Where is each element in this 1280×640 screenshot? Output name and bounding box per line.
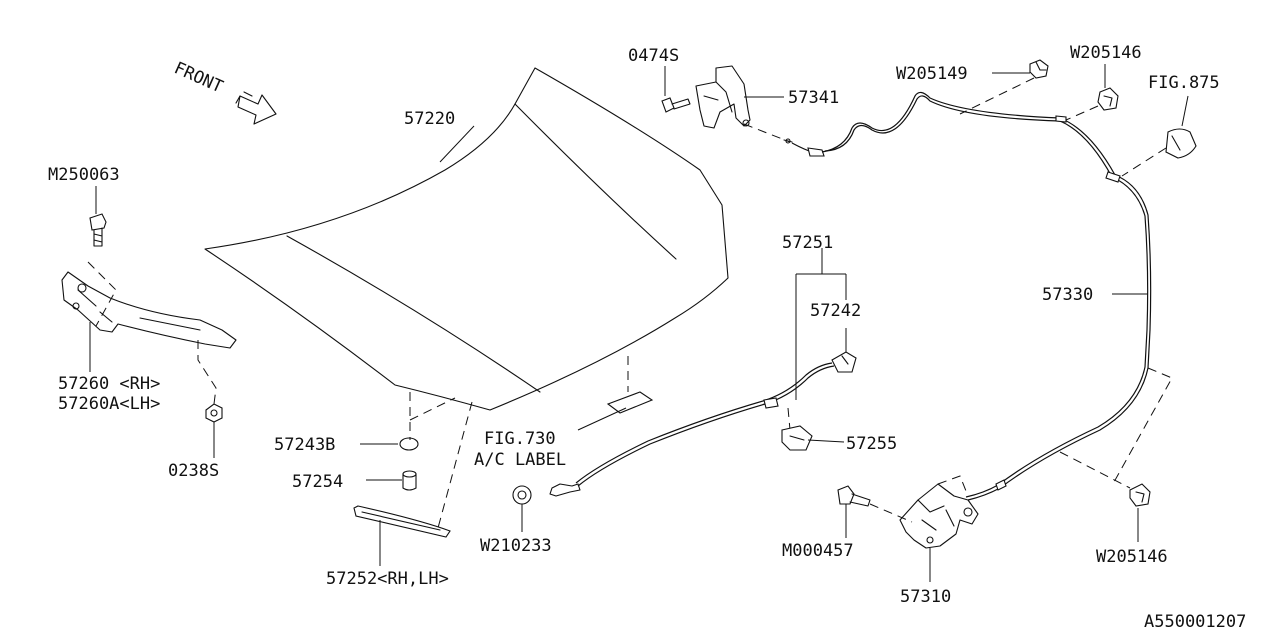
label-57254: 57254 [292, 472, 343, 492]
label-57251: 57251 [782, 233, 833, 253]
weatherstrip-57252 [353, 505, 451, 538]
hood-panel [204, 67, 729, 411]
label-m250063: M250063 [48, 165, 120, 185]
label-0474s: 0474S [628, 46, 679, 66]
clip-w205146-bottom [1059, 367, 1173, 507]
nut-0238s [205, 403, 223, 423]
clip-w205146-top [1065, 87, 1119, 121]
label-fig730: FIG.730 [484, 429, 556, 449]
ac-label-sticker [606, 391, 654, 414]
label-0238s: 0238S [168, 461, 219, 481]
label-57243b: 57243B [274, 435, 335, 455]
diagram-code: A550001207 [1144, 612, 1246, 632]
clip-w205149 [959, 59, 1049, 115]
bolt-m000457 [837, 485, 913, 523]
leader-lines [89, 64, 1189, 582]
secondary-cable-57251 [549, 362, 835, 497]
label-57255: 57255 [846, 434, 897, 454]
label-w205146-bottom: W205146 [1096, 547, 1168, 567]
label-fig875: FIG.875 [1148, 73, 1220, 93]
label-w205146-top: W205146 [1070, 43, 1142, 63]
lock-bracket-57341 [695, 65, 791, 143]
label-57330: 57330 [1042, 285, 1093, 305]
label-ac-label: A/C LABEL [474, 450, 566, 470]
bolt-0474s [661, 97, 691, 113]
label-57260a: 57260A<LH> [58, 394, 160, 414]
label-57252: 57252<RH,LH> [326, 569, 449, 589]
clip-57242 [831, 351, 857, 373]
hood-latch-57310 [899, 475, 979, 549]
part-labels: 57220 0474S 57341 W205149 W205146 FIG.87… [48, 43, 1246, 632]
label-m000457: M000457 [782, 541, 854, 561]
grommet-57243b [399, 437, 419, 451]
front-arrow-icon [237, 94, 277, 125]
label-57260: 57260 <RH> [58, 374, 160, 394]
release-handle [1121, 128, 1197, 177]
front-direction-indicator: FRONT [171, 58, 277, 125]
bolt-m250063 [89, 213, 107, 247]
front-label: FRONT [171, 58, 226, 97]
label-57310: 57310 [900, 587, 951, 607]
bumper-57254 [402, 470, 417, 491]
label-w210233: W210233 [480, 536, 552, 556]
label-57220: 57220 [404, 109, 455, 129]
label-w205149: W205149 [896, 64, 968, 84]
release-cable-57330 [783, 91, 1152, 501]
label-57242: 57242 [810, 301, 861, 321]
lever-57255 [781, 425, 813, 451]
hood-hinge [61, 261, 237, 405]
grommet-w210233 [512, 485, 532, 505]
label-57341: 57341 [788, 88, 839, 108]
